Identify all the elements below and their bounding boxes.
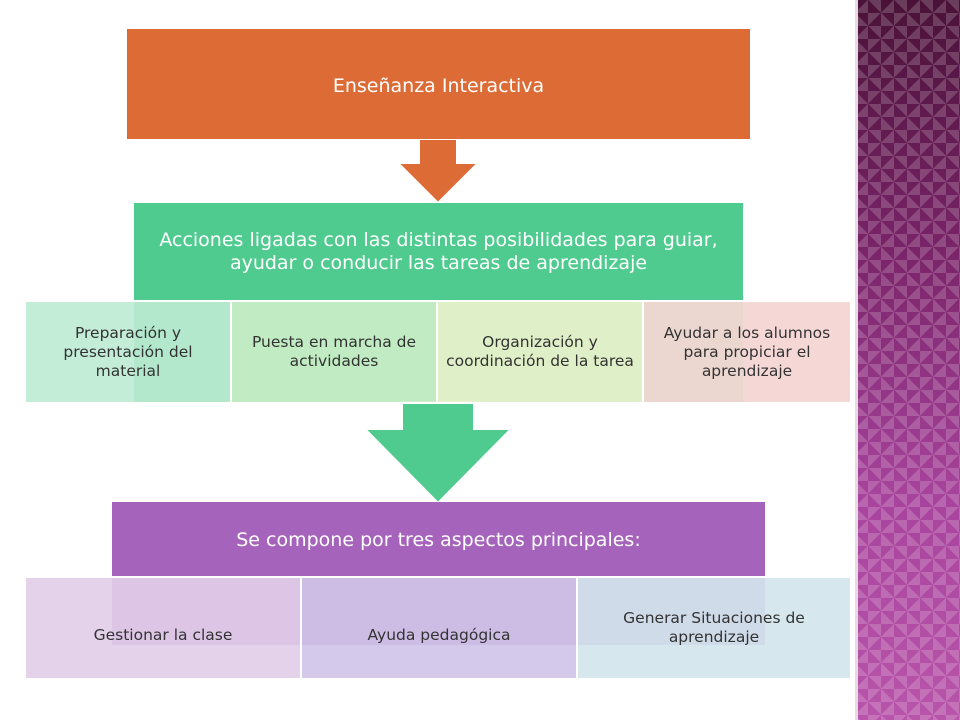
- middle-item-3: Organización y coordinación de la tarea: [436, 300, 644, 404]
- middle-item-label: Preparación y presentación del material: [63, 323, 193, 380]
- bottom-item-1: Gestionar la clase: [24, 576, 302, 680]
- middle-item-1: Preparación y presentación del material: [24, 300, 232, 404]
- bottom-item-2: Ayuda pedagógica: [300, 576, 578, 680]
- middle-item-label: Puesta en marcha de actividades: [251, 333, 417, 370]
- middle-level-label: Acciones ligadas con las distintas posib…: [159, 229, 718, 274]
- arrow-down-icon: [398, 139, 478, 205]
- middle-item-label: Ayudar a los alumnos para propiciar el a…: [663, 323, 831, 380]
- top-level-box: Enseñanza Interactiva: [127, 29, 750, 139]
- bottom-item-3: Generar Situaciones de aprendizaje: [576, 576, 852, 680]
- bottom-item-label: Gestionar la clase: [93, 625, 233, 644]
- bottom-level-label: Se compone por tres aspectos principales…: [236, 529, 641, 551]
- bottom-item-label: Generar Situaciones de aprendizaje: [623, 609, 805, 646]
- middle-item-label: Organización y coordinación de la tarea: [446, 333, 634, 370]
- middle-item-4: Ayudar a los alumnos para propiciar el a…: [642, 300, 852, 404]
- decorative-side-pattern: [855, 0, 960, 720]
- arrow-down-icon: [365, 401, 511, 505]
- top-level-label: Enseñanza Interactiva: [332, 75, 545, 97]
- side-pattern-edge: [855, 0, 858, 720]
- middle-item-2: Puesta en marcha de actividades: [230, 300, 438, 404]
- bottom-item-label: Ayuda pedagógica: [367, 625, 511, 644]
